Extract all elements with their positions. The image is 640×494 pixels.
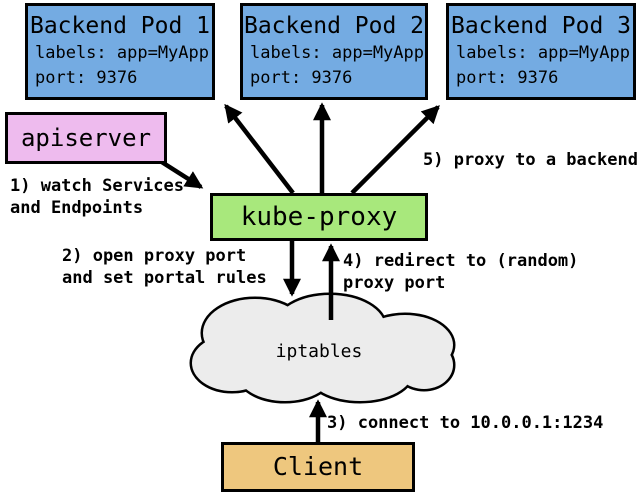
pod-title: Backend Pod 1 (29, 13, 210, 39)
annotation-step3: 3) connect to 10.0.0.1:1234 (327, 413, 604, 433)
pod-port: port: 9376 (456, 68, 559, 88)
annotation-step2: 2) open proxy port and set portal rules (62, 245, 267, 289)
iptables-label: iptables (275, 341, 363, 362)
pod-port: port: 9376 (35, 68, 138, 88)
annotation-step1: 1) watch Services and Endpoints (10, 175, 184, 219)
backend-pod-1-box: Backend Pod 1 labels: app=MyApp port: 93… (25, 3, 215, 100)
annotation-step4-line2: proxy port (343, 273, 446, 293)
annotation-step1-line1: 1) watch Services (10, 176, 184, 196)
pod-labels: labels: app=MyApp (35, 43, 209, 63)
arrow-kubeproxy-to-pod1 (224, 103, 295, 195)
pod-labels: labels: app=MyApp (250, 43, 424, 63)
arrow-kubeproxy-to-pod3 (350, 105, 440, 195)
annotation-step1-line2: and Endpoints (10, 198, 144, 218)
pod-labels: labels: app=MyApp (456, 43, 630, 63)
backend-pod-2-box: Backend Pod 2 labels: app=MyApp port: 93… (240, 3, 428, 100)
backend-pod-3-box: Backend Pod 3 labels: app=MyApp port: 93… (446, 3, 636, 100)
annotation-step5: 5) proxy to a backend (423, 150, 638, 170)
client-box: Client (221, 442, 415, 492)
pod-port: port: 9376 (250, 68, 353, 88)
kube-proxy-box: kube-proxy (210, 193, 428, 241)
pod-title: Backend Pod 3 (450, 13, 631, 39)
annotation-step4-line1: 4) redirect to (random) (343, 251, 579, 271)
annotation-step2-line1: 2) open proxy port (62, 246, 247, 266)
iptables-cloud (189, 292, 456, 404)
pod-title: Backend Pod 2 (243, 13, 424, 39)
annotation-step4: 4) redirect to (random) proxy port (343, 250, 578, 294)
annotation-step2-line2: and set portal rules (62, 268, 267, 288)
apiserver-box: apiserver (5, 112, 167, 164)
